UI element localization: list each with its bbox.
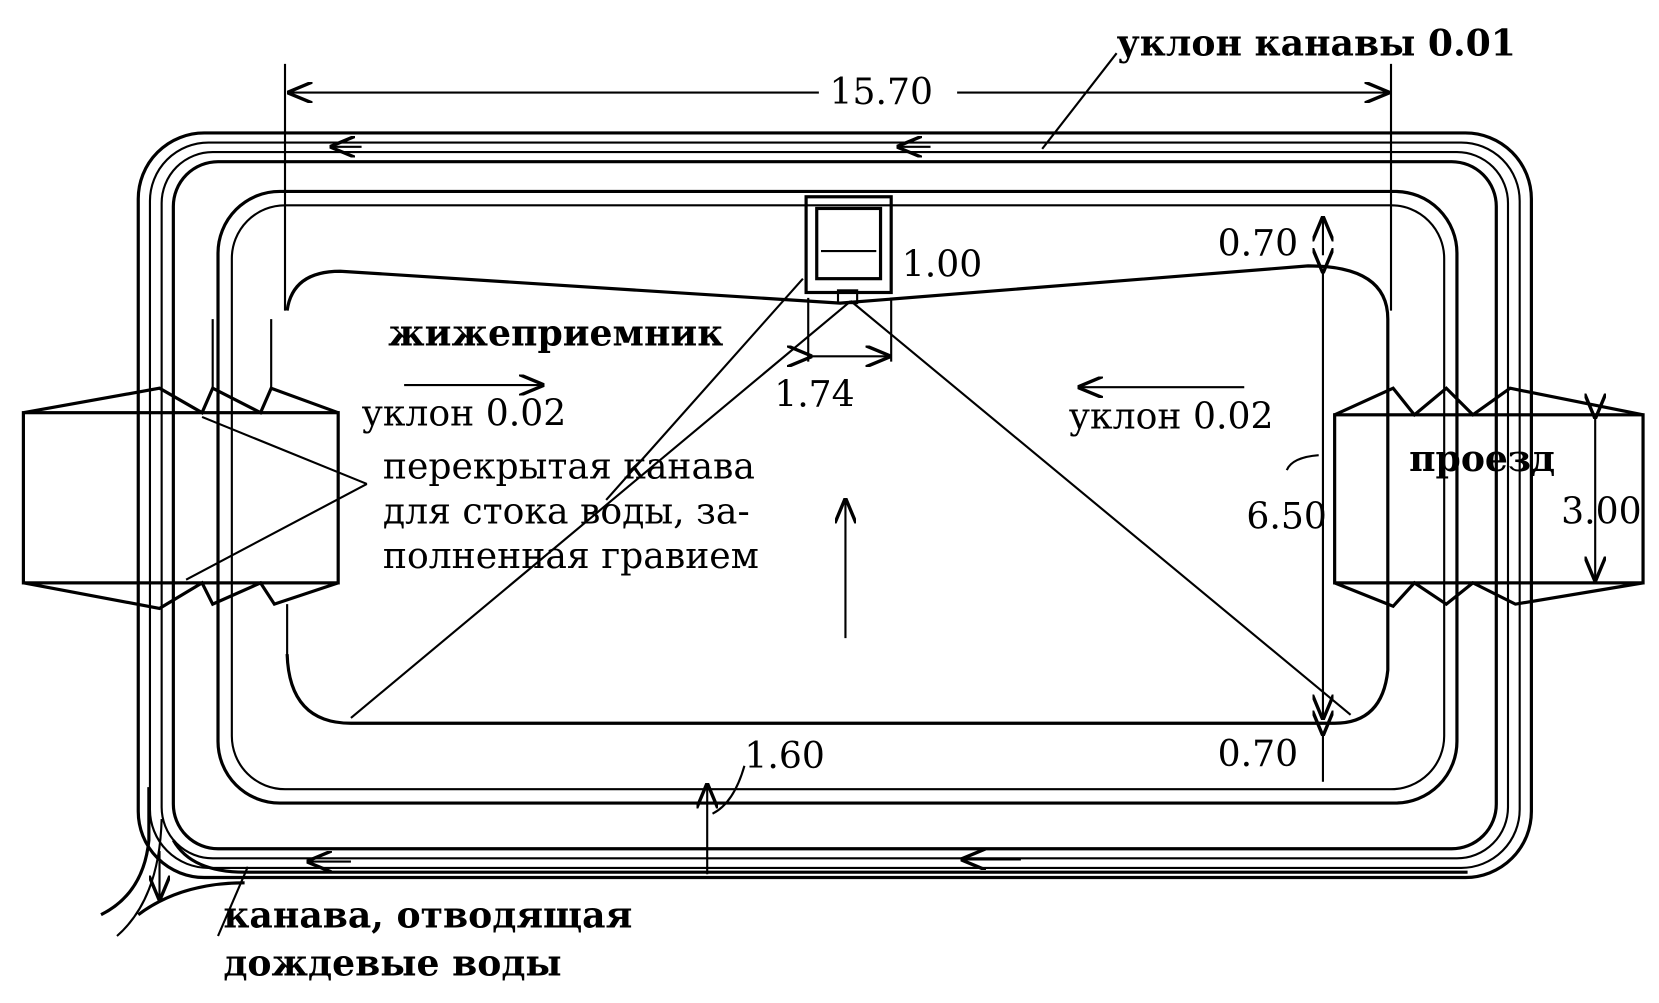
top-margin-dimension: 0.70 bbox=[1218, 221, 1299, 264]
bottom-gap-dimension: 1.60 bbox=[744, 734, 825, 777]
drain-outlet-ditch bbox=[100, 787, 1468, 937]
passage-width-dimension: 3.00 bbox=[1561, 489, 1642, 532]
platform-width-dimension: 6.50 bbox=[1246, 495, 1327, 538]
covered-ditch-lines bbox=[185, 277, 1352, 719]
drain-ditch-label-line-2: дождевые воды bbox=[223, 941, 561, 984]
collector-base-dimension: 1.74 bbox=[774, 372, 855, 415]
covered-ditch-label-line-1: перекрытая канава bbox=[383, 445, 755, 488]
collector-width-dimension: 1.00 bbox=[902, 243, 983, 286]
bottom-margin-dimension: 0.70 bbox=[1218, 732, 1299, 775]
dimension-lines bbox=[217, 52, 1595, 937]
passage-left bbox=[21, 319, 340, 692]
outer-ditch bbox=[136, 131, 1533, 880]
covered-ditch-label-line-3: полненная гравием bbox=[383, 534, 759, 577]
drain-ditch-label-line-1: канава, отводящая bbox=[223, 893, 632, 936]
ditch-slope-label: уклон канавы 0.01 bbox=[1117, 21, 1516, 64]
covered-ditch-label-line-2: для стока воды, за- bbox=[383, 489, 750, 532]
manure-platform bbox=[285, 264, 1390, 725]
passage-right bbox=[1333, 386, 1645, 609]
slope-left-label: уклон 0.02 bbox=[362, 391, 567, 434]
slope-right-label: уклон 0.02 bbox=[1069, 395, 1274, 438]
collector-label: жижеприемник bbox=[388, 312, 723, 355]
overall-length-dimension: 15.70 bbox=[830, 70, 934, 113]
passage-label: проезд bbox=[1409, 437, 1555, 480]
inner-ditch bbox=[216, 189, 1459, 805]
flow-arrows bbox=[308, 147, 1245, 862]
collector-pit bbox=[806, 195, 893, 362]
